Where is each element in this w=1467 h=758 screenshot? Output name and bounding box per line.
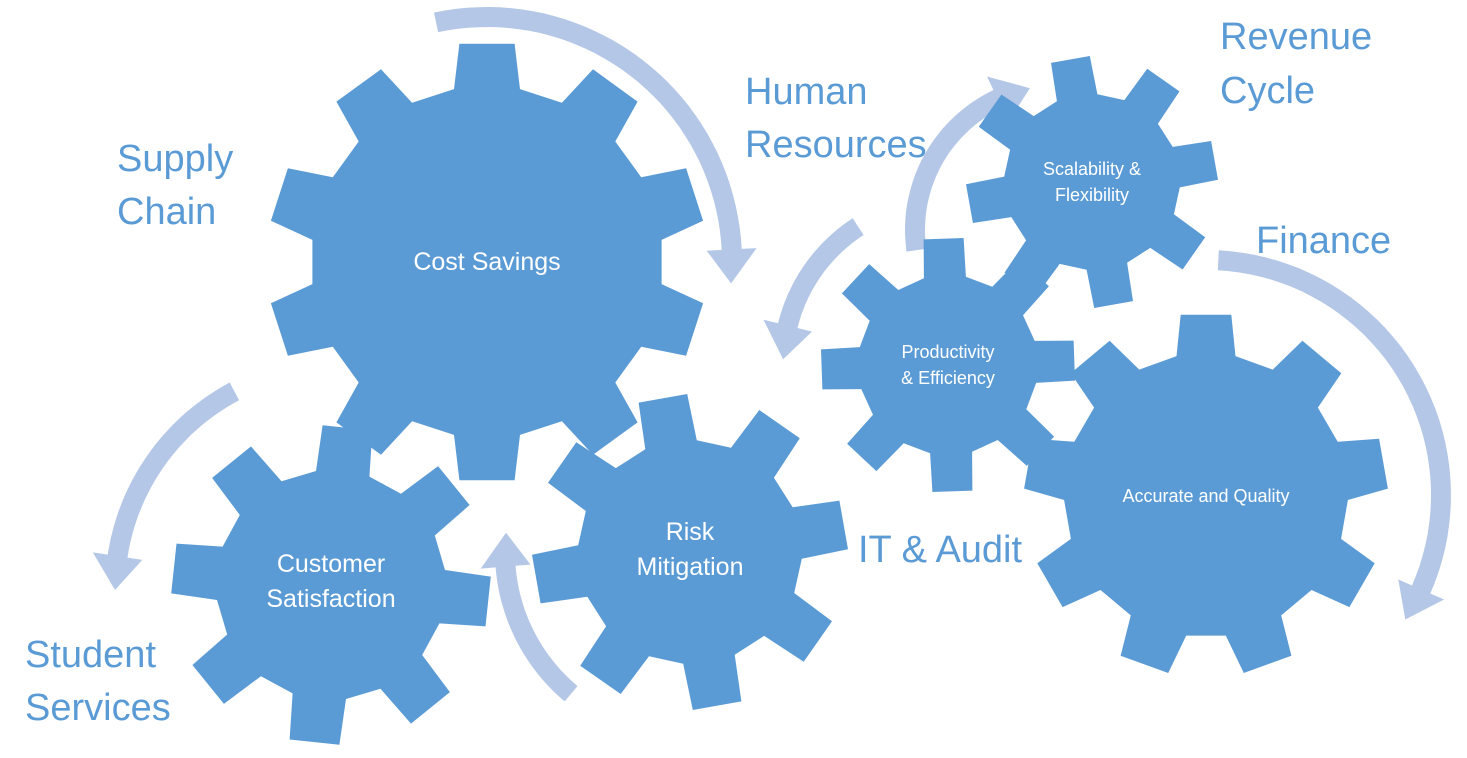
student-services-label-line1: Student <box>25 634 156 676</box>
student-services-label-line2: Services <box>25 687 171 729</box>
accurate-quality-label: Accurate and Quality <box>1122 486 1289 506</box>
scalability-label-line2: Flexibility <box>1055 185 1129 205</box>
productivity-label-line2: & Efficiency <box>901 368 995 388</box>
it-audit-label: IT & Audit <box>858 529 1023 571</box>
customer-satisfaction-label-line2: Satisfaction <box>266 585 395 613</box>
cost-savings-label: Cost Savings <box>413 248 560 276</box>
human-resources-label-line2: Resources <box>745 124 927 166</box>
customer-satisfaction-gear <box>171 425 491 745</box>
cost-savings-gear <box>270 43 704 481</box>
risk-mitigation-label-line1: Risk <box>666 518 715 546</box>
arrow-customer-to-student <box>92 382 240 590</box>
supply-chain-label-line1: Supply <box>117 138 233 180</box>
revenue-cycle-label-line2: Cycle <box>1220 70 1315 112</box>
finance-label: Finance <box>1256 220 1391 262</box>
scalability-label-line1: Scalability & <box>1043 159 1141 179</box>
risk-mitigation-gear <box>532 394 848 710</box>
productivity-label-line1: Productivity <box>901 342 994 362</box>
arrow-prod-to-hr-scal <box>905 76 1030 252</box>
revenue-cycle-label-line1: Revenue <box>1220 16 1372 58</box>
customer-satisfaction-label-line1: Customer <box>277 550 385 578</box>
risk-mitigation-label-line2: Mitigation <box>637 553 744 581</box>
arrow-finance-to-accurate <box>1217 250 1451 620</box>
human-resources-label-line1: Human <box>745 71 868 113</box>
arrow-risk-to-customer <box>480 532 578 702</box>
gears-group <box>171 43 1388 745</box>
supply-chain-label-line2: Chain <box>117 191 216 233</box>
scalability-flexibility-gear <box>966 56 1218 308</box>
arrow-cost-to-risk <box>434 7 757 284</box>
cycle-arrows <box>92 7 1451 702</box>
productivity-efficiency-gear <box>821 238 1075 492</box>
arrow-prod-to-it <box>763 218 864 360</box>
accurate-quality-gear <box>1024 314 1388 673</box>
